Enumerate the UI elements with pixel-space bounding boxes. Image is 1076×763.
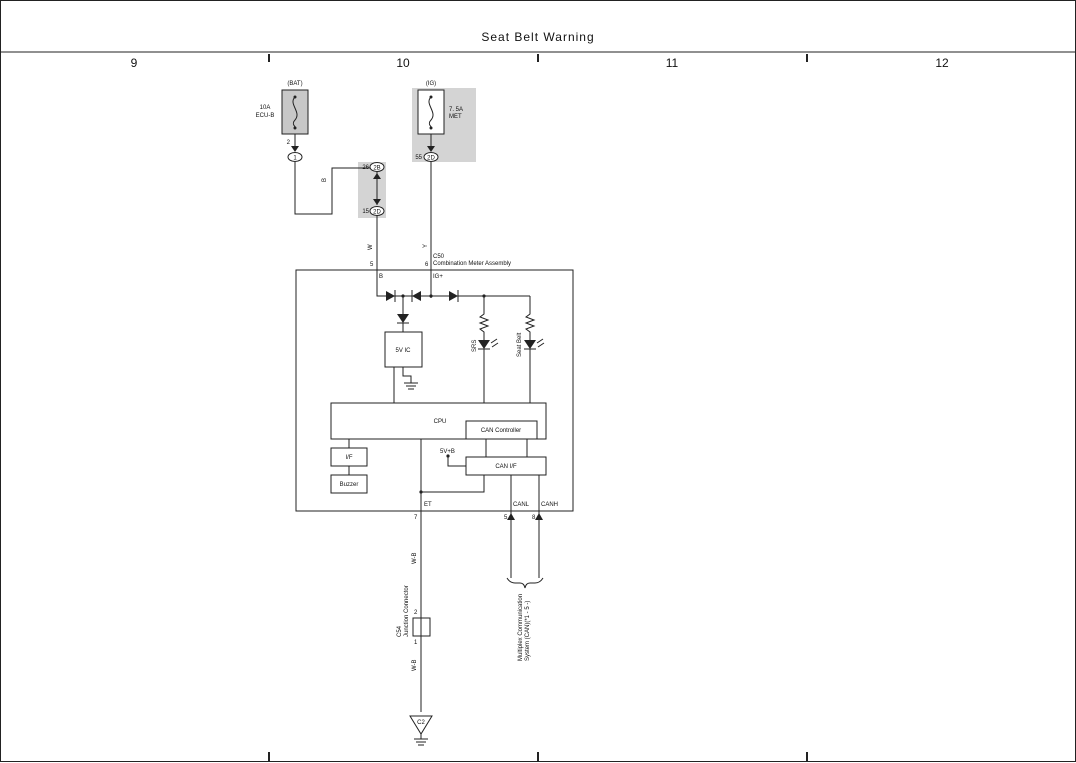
wire-color: W-B	[412, 659, 418, 671]
junction-dot	[419, 490, 423, 494]
pin-number: 6	[425, 262, 429, 268]
column-ticks	[268, 54, 808, 761]
cpu-label: CPU	[434, 419, 447, 425]
fuse-tag: (IG)	[426, 81, 436, 87]
wire	[447, 456, 466, 467]
pin-label: B	[379, 274, 383, 280]
pin-label: CANH	[541, 502, 558, 508]
junction-dot	[446, 454, 450, 458]
pin-number: 5	[504, 515, 508, 521]
connector-arrow	[535, 513, 543, 520]
diode-icon	[449, 290, 459, 302]
junction-connector-name: Junction Connector	[404, 585, 410, 637]
v5b-label: 5V+B	[440, 449, 455, 455]
connector-2d	[369, 206, 385, 216]
connector-arrow	[373, 173, 381, 179]
brace	[506, 577, 544, 589]
led-label: Seat Belt	[517, 332, 523, 357]
resistor-srs	[478, 296, 490, 403]
column-number: 11	[666, 56, 679, 70]
column-number: 9	[131, 56, 138, 70]
pin-label: ET	[424, 502, 432, 508]
fuse-tag: (BAT)	[287, 81, 302, 87]
combination-meter-box	[295, 269, 574, 512]
ground-triangle	[409, 715, 433, 735]
fuse-met	[417, 89, 445, 135]
diode-icon	[411, 290, 421, 302]
meter-id: C50	[433, 254, 445, 260]
led-icon	[478, 338, 499, 350]
wire-color: W-B	[412, 552, 418, 564]
can-if-label: CAN I/F	[495, 464, 517, 470]
buzzer-label: Buzzer	[340, 482, 359, 488]
pin-number: 1	[414, 640, 418, 646]
pin-number: 8	[532, 515, 536, 521]
connector-1	[287, 152, 303, 162]
ic-label: 5V IC	[395, 348, 411, 354]
junction-dot	[429, 294, 433, 298]
connector-2d	[423, 152, 439, 162]
pin-number: 15	[362, 209, 369, 215]
connector-arrow	[373, 199, 381, 205]
fuse-rating: 10A	[260, 105, 271, 111]
power-bus	[376, 270, 530, 297]
wire	[421, 475, 485, 493]
pin-number: 55	[415, 155, 422, 161]
ground-icon	[414, 734, 428, 746]
connector-label: 1	[293, 156, 297, 162]
connector-label: 2D	[373, 210, 381, 216]
fuse-rating: 7. 5A	[449, 107, 463, 113]
fuse-name: ECU-B	[256, 113, 275, 119]
can-controller-label: CAN Controller	[481, 428, 521, 434]
pin-number: 2	[414, 610, 418, 616]
ic-5v-box	[384, 331, 423, 368]
connector-label: 2D	[427, 156, 435, 162]
multiplex-line1: Multiplex Communication	[518, 594, 524, 661]
buzzer-box	[330, 474, 368, 494]
meter-name: Combination Meter Assembly	[433, 261, 511, 267]
pin-number: 2	[287, 140, 291, 146]
ground-label: C2	[417, 720, 425, 726]
wire-color: W	[368, 244, 374, 250]
fuse-name: MET	[449, 114, 462, 120]
pin-number: 26	[362, 165, 369, 171]
column-number: 10	[396, 56, 410, 70]
diode-icon	[397, 314, 409, 324]
diagram-title: Seat Belt Warning	[481, 30, 594, 44]
connector-arrow	[507, 513, 515, 520]
wire-b	[294, 162, 376, 215]
connector-arrow	[291, 146, 299, 152]
pin-label: IG+	[433, 274, 443, 280]
can-controller-box	[465, 420, 538, 440]
junction-connector-id: C54	[397, 625, 403, 637]
pin-label: CANL	[513, 502, 530, 508]
column-number: 12	[935, 56, 949, 70]
ground-icon	[404, 382, 418, 390]
diode-icon	[386, 290, 396, 302]
multiplex-line2: System (CAN)(*1 - 5 -)	[525, 601, 531, 661]
connector-arrow	[427, 146, 435, 152]
wire-color: B	[322, 178, 328, 182]
connector-label: 2B	[373, 166, 380, 172]
led-icon	[524, 338, 545, 350]
connector-2b	[369, 162, 385, 172]
pin-number: 5	[370, 262, 374, 268]
wire	[402, 367, 412, 383]
resistor-seatbelt	[524, 296, 536, 403]
fuse-ecu-b	[281, 89, 309, 135]
pin-number: 7	[414, 515, 418, 521]
led-label: SRS	[472, 340, 478, 352]
wire-color: Y	[423, 244, 429, 248]
if-label: I/F	[346, 455, 353, 461]
